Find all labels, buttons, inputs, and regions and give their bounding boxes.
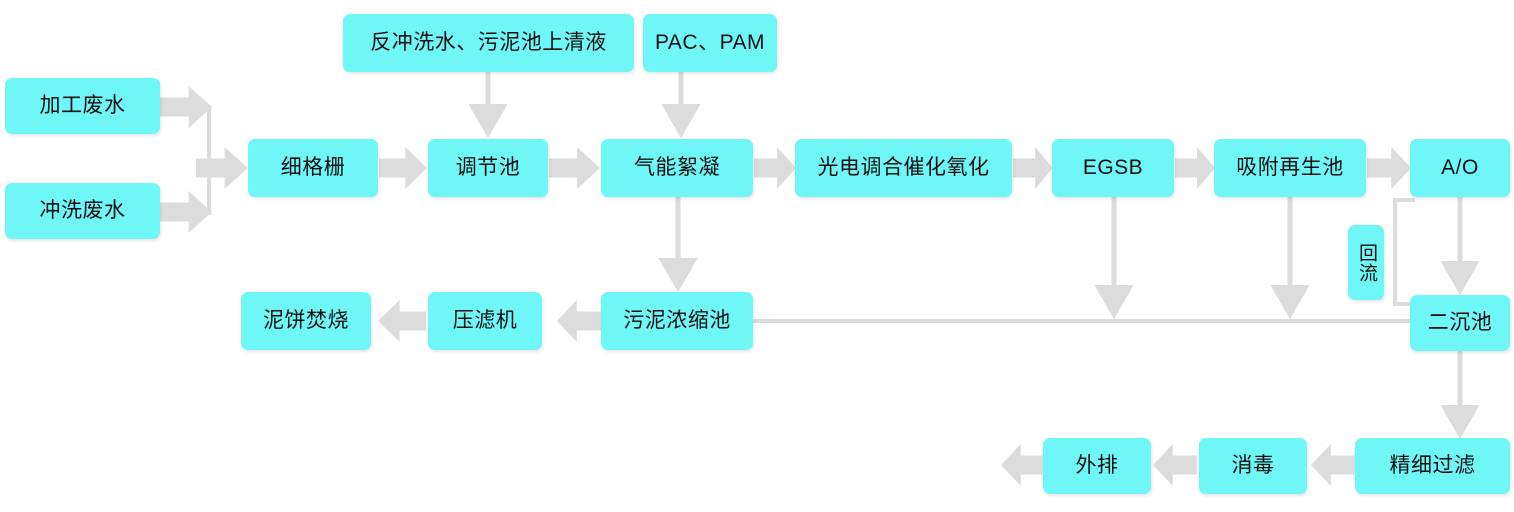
flow-node-n11[interactable]: 二沉池: [1410, 295, 1510, 351]
flow-node-n16[interactable]: 泥饼焚烧: [241, 292, 371, 350]
flow-node-n5[interactable]: 气能絮凝: [601, 139, 753, 197]
arrow-clarifier-to-fine-filtration: [1436, 351, 1484, 439]
flow-node-label: 压滤机: [452, 308, 518, 332]
flow-node-label: A/O: [1441, 155, 1479, 179]
flow-node-label: 回流: [1355, 242, 1377, 283]
flow-node-label: 外排: [1075, 453, 1119, 477]
flow-node-label: 光电调合催化氧化: [817, 155, 990, 179]
flow-node-n2[interactable]: 冲洗废水: [5, 183, 160, 239]
flow-node-n14[interactable]: 污泥浓缩池: [601, 292, 753, 350]
flow-node-n17[interactable]: 精细过滤: [1355, 438, 1510, 494]
arrow-adsorption-sludge-to-line: [1266, 197, 1314, 319]
flow-node-n15[interactable]: 压滤机: [428, 292, 542, 350]
arrow-ao-to-clarifier: [1436, 197, 1484, 295]
flow-node-n10[interactable]: 回流: [1348, 225, 1384, 300]
connector-inlet-top-horizontal: [192, 105, 211, 109]
flow-node-label: 二沉池: [1427, 310, 1493, 334]
arrow-filter-press-to-incineration: [378, 300, 426, 342]
flow-node-n8[interactable]: 吸附再生池: [1214, 139, 1366, 197]
flow-node-label: 调节池: [455, 155, 521, 179]
arrow-oxidation-to-egsb: [1013, 147, 1053, 189]
flow-node-n19[interactable]: 外排: [1043, 438, 1151, 494]
arrow-adsorption-to-ao: [1367, 147, 1411, 189]
arrow-fine-screen-to-equalization: [379, 147, 427, 189]
flow-node-label: 反冲洗水、污泥池上清液: [370, 30, 607, 54]
flow-node-n4[interactable]: 调节池: [428, 139, 548, 197]
flow-node-label: 细格栅: [280, 155, 346, 179]
flow-node-label: 精细过滤: [1389, 453, 1476, 477]
flow-node-label: 泥饼焚烧: [263, 308, 349, 332]
flow-node-label: 气能絮凝: [634, 155, 720, 179]
arrow-egsb-sludge-to-line: [1090, 197, 1138, 319]
flow-node-label: 冲洗废水: [39, 198, 126, 222]
flow-node-n7[interactable]: EGSB: [1052, 139, 1174, 197]
flow-node-label: 加工废水: [39, 93, 126, 117]
flow-node-n13[interactable]: PAC、PAM: [643, 14, 777, 72]
flow-node-label: 吸附再生池: [1236, 155, 1344, 179]
connector-inlet-bottom-horizontal: [192, 211, 211, 215]
arrow-merge-to-fine-screen: [196, 147, 248, 189]
connector-return-top-horizontal: [1393, 198, 1415, 202]
flow-node-label: 消毒: [1231, 453, 1275, 477]
connector-inlet-merge-vertical: [207, 105, 211, 215]
connector-return-bottom-horizontal: [1393, 302, 1417, 306]
arrow-egsb-to-adsorption: [1175, 147, 1215, 189]
arrow-equalization-to-flocculation: [549, 147, 600, 189]
arrow-backwash-to-equalization: [464, 72, 512, 138]
arrow-discharge-outlet: [1001, 444, 1045, 486]
flow-node-n3[interactable]: 细格栅: [248, 139, 378, 197]
connector-return-vertical: [1393, 198, 1397, 306]
flow-node-n9[interactable]: A/O: [1410, 139, 1510, 197]
arrow-disinfection-to-discharge: [1153, 444, 1197, 486]
flow-node-label: PAC、PAM: [654, 30, 766, 54]
connector-sludge-main-line: [753, 319, 1410, 323]
arrow-pac-pam-to-flocculation: [657, 72, 705, 138]
arrow-flocculation-to-oxidation: [754, 147, 796, 189]
flow-node-n1[interactable]: 加工废水: [5, 78, 160, 134]
flow-node-label: EGSB: [1082, 155, 1144, 179]
flow-node-n12[interactable]: 反冲洗水、污泥池上清液: [343, 14, 634, 72]
arrow-thickener-to-filter-press: [557, 300, 601, 342]
flow-node-label: 污泥浓缩池: [623, 308, 731, 332]
arrow-fine-filtration-to-disinfection: [1311, 444, 1355, 486]
arrow-flocculation-to-thickener: [654, 197, 702, 292]
flow-node-n18[interactable]: 消毒: [1199, 438, 1307, 494]
flow-node-n6[interactable]: 光电调合催化氧化: [795, 139, 1012, 197]
